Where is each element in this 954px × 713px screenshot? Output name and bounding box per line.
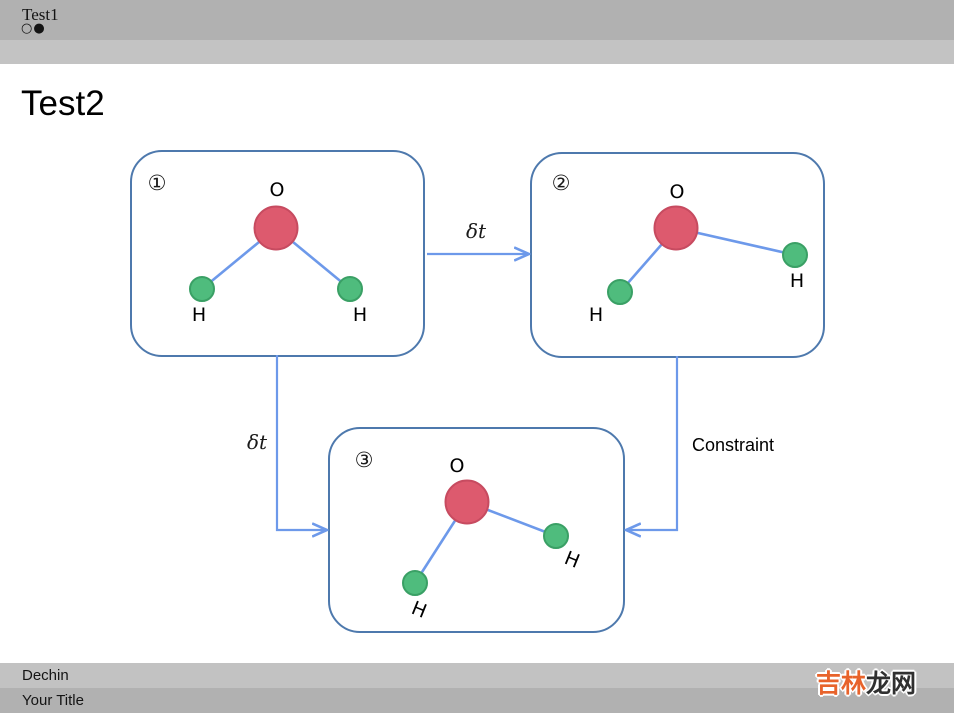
arrow-box2-to-box3 [626,356,679,530]
nav-dot-inactive-icon[interactable]: ○ [21,21,34,36]
site-watermark: 吉林龙网 [816,664,916,700]
box2-hydrogen2-label: H [789,270,805,292]
arrow-box1-to-box3 [275,355,327,530]
header-bar-top: Test1 ○● [0,0,954,40]
frame-title: Test2 [21,84,105,123]
footer-bar-author: Dechin [0,663,954,688]
footer-author: Dechin [22,667,69,684]
box1-hydrogen2-label: H [352,304,368,326]
box1-oxygen-label: O [269,179,285,201]
slide-navigation-dots: ○● [21,21,46,36]
box3-oxygen-label: O [449,455,465,477]
box2-number: ② [551,171,571,195]
watermark-suffix: 龙网 [866,670,917,698]
arrow-label-constraint: Constraint [692,435,775,455]
footer-bar-title: Your Title [0,688,954,713]
box2-hydrogen1-label: H [588,304,604,326]
box2-oxygen-label: O [669,181,685,203]
header-section-title: Test1 [22,5,59,24]
box1-hydrogen1-label: H [191,304,207,326]
arrow-label-dt-left: δt [246,430,268,454]
nav-dot-active-icon[interactable]: ● [33,21,46,36]
box1-number: ① [147,171,167,195]
header-bar-sub [0,40,954,64]
footer-short-title: Your Title [22,692,84,709]
box3-number: ③ [354,448,374,472]
watermark-prefix: 吉林 [816,670,867,698]
arrow-label-dt-top: δt [465,219,487,243]
